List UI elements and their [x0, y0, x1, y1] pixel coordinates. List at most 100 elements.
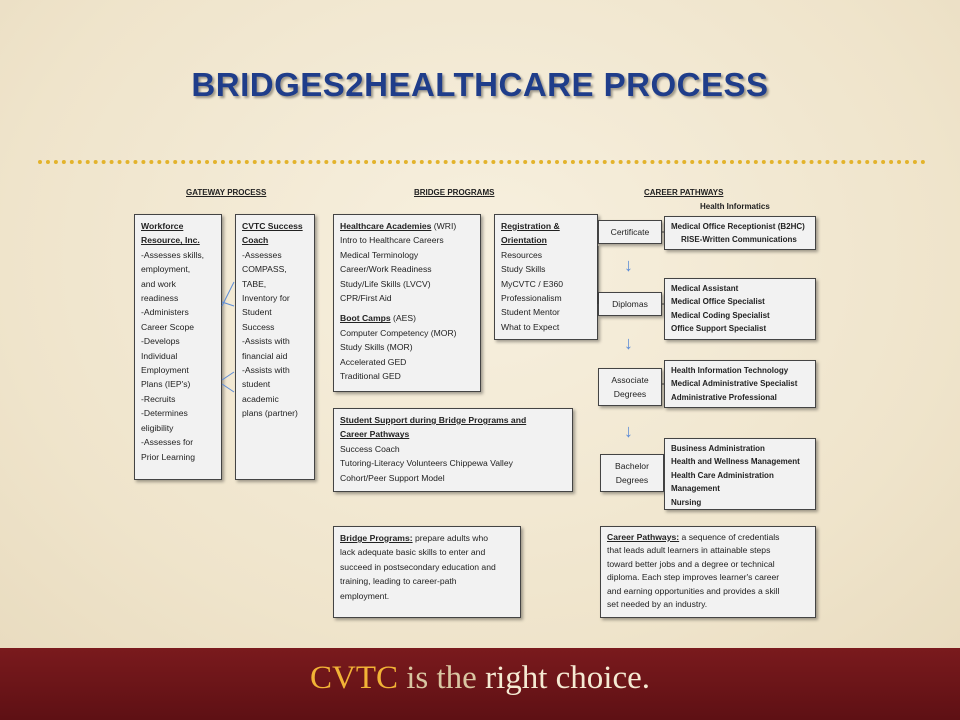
- workforce-line: -Assesses skills,: [141, 249, 205, 260]
- student-support-box: Student Support during Bridge Programs a…: [333, 408, 573, 492]
- registration-line: MyCVTC / E360: [501, 278, 564, 289]
- bootcamp-course: Traditional GED: [340, 371, 401, 382]
- workforce-line: employment,: [141, 264, 191, 275]
- registration-line: Study Skills: [501, 264, 546, 275]
- connector-line: [221, 301, 235, 307]
- registration-heading-1: Registration &: [501, 221, 560, 231]
- dotted-divider: [38, 150, 926, 164]
- header-health-informatics: Health Informatics: [700, 202, 770, 211]
- cvtc-heading-2: Coach: [242, 235, 269, 246]
- bridge-def-line: training, leading to career-path: [340, 576, 457, 587]
- footer-bar: [0, 648, 960, 720]
- associate-line-2: Degrees: [613, 389, 647, 399]
- process-diagram: GATEWAY PROCESS BRIDGE PROGRAMS CAREER P…: [134, 184, 824, 624]
- page-title: BRIDGES2HEALTHCARE PROCESS: [191, 66, 769, 103]
- registration-line: Resources: [501, 249, 543, 260]
- associate-line-1: Associate: [611, 375, 649, 385]
- workforce-box: Workforce Resource, Inc. -Assesses skill…: [134, 214, 222, 480]
- workforce-heading-2: Resource, Inc.: [141, 235, 200, 246]
- bootcamps-lines: Computer Competency (MOR)Study Skills (M…: [340, 326, 474, 384]
- bridge-def-line: employment.: [340, 590, 390, 601]
- bachelor-line-2: Degrees: [615, 475, 649, 485]
- bridge-definition-box: Bridge Programs: prepare adults who lack…: [333, 526, 521, 618]
- workforce-lines: -Assesses skills, employment, and work read…: [141, 248, 215, 464]
- cvtc-line: -Assesses: [242, 249, 282, 260]
- connector-line: [221, 383, 235, 393]
- cvtc-line: -Assists with: [242, 336, 290, 347]
- program-diploma: Medical Assistant: [671, 284, 739, 293]
- cvtc-line: -Assists with: [242, 365, 290, 376]
- cvtc-line: plans (partner): [242, 408, 298, 419]
- bachelor-line-1: Bachelor: [615, 461, 649, 471]
- program-associate: Health Information Technology: [671, 366, 789, 375]
- tagline: CVTC is the right choice.: [0, 660, 960, 697]
- academy-course: Study/Life Skills (LVCV): [340, 278, 431, 289]
- program-bachelor: Nursing: [671, 497, 702, 507]
- career-def-line: set needed by an industry.: [607, 599, 708, 610]
- registration-line: Student Mentor: [501, 307, 560, 318]
- bootcamps-heading-suffix: (AES): [390, 313, 416, 324]
- workforce-line: Employment: [141, 365, 189, 376]
- bridge-def-line-0: prepare adults who: [412, 533, 489, 543]
- support-line: Success Coach: [340, 443, 400, 454]
- bridge-def-term: Bridge Programs:: [340, 533, 413, 543]
- program-bachelor: Business Administration: [671, 444, 765, 453]
- academy-course: Career/Work Readiness: [340, 264, 432, 275]
- bootcamp-course: Accelerated GED: [340, 356, 407, 367]
- academies-heading-suffix: (WRI): [431, 221, 457, 231]
- cvtc-line: Student: [242, 307, 272, 318]
- academies-box: Healthcare Academies (WRI) Intro to Heal…: [333, 214, 481, 392]
- workforce-line: -Develops: [141, 336, 180, 347]
- workforce-line: Plans (IEP's): [141, 379, 191, 390]
- workforce-line: readiness: [141, 293, 179, 304]
- career-def-line-0: a sequence of credentials: [679, 532, 780, 542]
- career-def-line: diploma. Each step improves learner's ca…: [607, 572, 780, 583]
- cvtc-line: Inventory for: [242, 293, 290, 304]
- workforce-heading-1: Workforce: [141, 221, 184, 231]
- level-associate: Associate Degrees: [598, 368, 662, 406]
- cvtc-line: academic: [242, 393, 279, 404]
- level-certificate: Certificate: [598, 220, 662, 244]
- header-bridge: BRIDGE PROGRAMS: [414, 188, 495, 197]
- program-cert-1: Medical Office Receptionist (B2HC): [671, 222, 805, 231]
- registration-heading-2: Orientation: [501, 235, 547, 246]
- cvtc-line: Success: [242, 321, 275, 332]
- workforce-line: and work: [141, 278, 176, 289]
- career-definition-box: Career Pathways: a sequence of credentia…: [600, 526, 816, 618]
- arrow-down-icon: ↓: [624, 255, 633, 275]
- bridge-def-line: lack adequate basic skills to enter and: [340, 547, 486, 558]
- workforce-line: eligibility: [141, 422, 174, 433]
- support-heading-1: Student Support during Bridge Programs a…: [340, 415, 527, 425]
- cvtc-line: TABE,: [242, 278, 267, 289]
- support-line: Cohort/Peer Support Model: [340, 472, 445, 483]
- tagline-end: right choice.: [485, 660, 651, 696]
- workforce-line: Career Scope: [141, 321, 195, 332]
- career-def-term: Career Pathways:: [607, 532, 680, 542]
- connector-lines: [221, 231, 664, 393]
- workforce-line: -Administers: [141, 307, 189, 318]
- bootcamps-heading: Boot Camps: [340, 313, 391, 324]
- workforce-line: -Assesses for: [141, 437, 194, 448]
- tagline-cvtc: CVTC: [309, 660, 398, 696]
- career-def-line: toward better jobs and a degree or techn…: [607, 558, 775, 569]
- academy-course: Medical Terminology: [340, 249, 419, 260]
- program-diploma: Office Support Specialist: [671, 324, 767, 334]
- career-def-line: and earning opportunities and provides a…: [607, 585, 780, 596]
- academies-heading: Healthcare Academies: [340, 221, 432, 231]
- cvtc-line: financial aid: [242, 350, 288, 361]
- program-bachelor: Health Care Administration: [671, 470, 774, 480]
- registration-line: Professionalism: [501, 293, 562, 304]
- header-career: CAREER PATHWAYS: [644, 188, 724, 197]
- programs-certificate: Medical Office Receptionist (B2HC) RISE-…: [664, 216, 816, 250]
- career-def-lines: that leads adult learners in attainable …: [607, 544, 809, 611]
- program-bachelor: Health and Wellness Management: [671, 457, 800, 467]
- cvtc-heading-1: CVTC Success: [242, 221, 303, 231]
- connector-line: [221, 371, 235, 381]
- program-associate: Administrative Professional: [671, 392, 777, 402]
- connector-line: [221, 281, 235, 307]
